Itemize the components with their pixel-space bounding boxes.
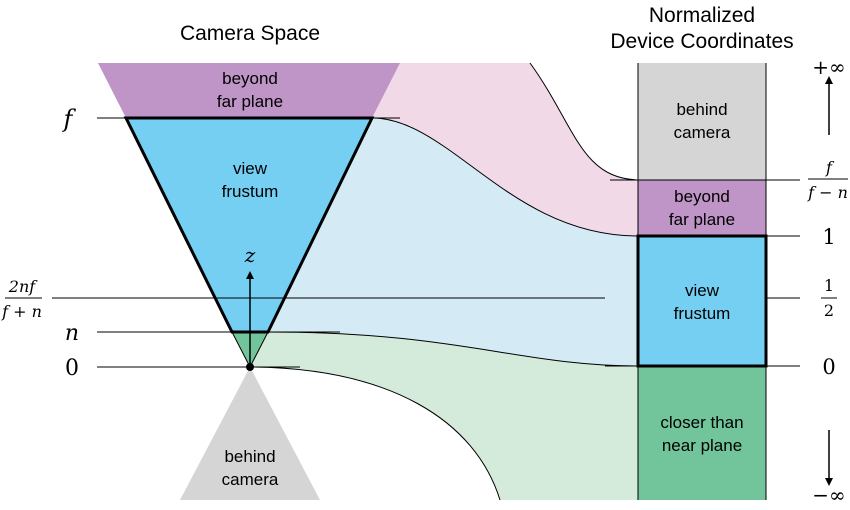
tick-label-near: n [65, 321, 79, 346]
camera-frustum-region [126, 118, 372, 332]
tick-label-zero: 0 [65, 356, 79, 381]
band-closer-than-near [250, 332, 638, 500]
ndc-title-line1: Normalized [649, 4, 755, 27]
camera-beyond-far-region [98, 63, 400, 118]
ndc-label-far-denominator: f − n [807, 183, 848, 202]
camera-space-title: Camera Space [180, 22, 320, 45]
ndc-closer-than-near-region [638, 366, 766, 500]
curve-far [371, 117, 639, 237]
ndc-title-line2: Device Coordinates [610, 30, 793, 53]
ndc-beyond-far-label-2: far plane [669, 210, 735, 229]
tick-label-mid-denominator: f + n [1, 302, 42, 321]
curve-near [267, 331, 639, 367]
ndc-beyond-far-region [638, 180, 766, 236]
ndc-label-one: 1 [822, 225, 835, 249]
camera-behind-region [180, 367, 320, 500]
tick-label-far: f [62, 105, 77, 133]
camera-behind-label-1: behind [224, 447, 275, 466]
ndc-label-half-denominator: 2 [824, 301, 834, 320]
ndc-closer-label-2: near plane [662, 436, 742, 455]
camera-beyond-far-label-1: beyond [222, 69, 278, 88]
ndc-beyond-far-label-1: beyond [674, 187, 730, 206]
band-beyond-far [372, 63, 638, 236]
ndc-label-half-numerator: 1 [824, 276, 834, 295]
band-frustum [250, 118, 638, 367]
ndc-behind-label-1: behind [676, 100, 727, 119]
tick-label-mid-numerator: 2nf [8, 277, 38, 296]
frustum-apex-left [231, 331, 251, 368]
z-axis-label: z [244, 243, 256, 267]
ndc-behind-label-2: camera [674, 123, 731, 142]
camera-frustum-label-1: view [233, 159, 268, 178]
camera-beyond-far-label-2: far plane [217, 92, 283, 111]
ndc-closer-label-1: closer than [660, 413, 743, 432]
ndc-label-far-numerator: f [825, 158, 835, 177]
ndc-frustum-label-1: view [685, 281, 720, 300]
ndc-frustum-label-2: frustum [674, 304, 731, 323]
camera-origin-dot [246, 363, 254, 371]
ndc-label-zero: 0 [822, 355, 835, 379]
ndc-frustum-outline [636, 234, 768, 368]
ndc-label-minus-infinity: −∞ [812, 483, 845, 507]
camera-behind-label-2: camera [222, 470, 279, 489]
camera-frustum-label-2: frustum [222, 182, 279, 201]
curve-infinity [529, 62, 639, 181]
ndc-frustum-region [638, 236, 766, 366]
ndc-behind-camera-region [638, 63, 766, 180]
frustum-apex-right [249, 331, 269, 368]
curve-origin [249, 366, 501, 501]
ndc-label-plus-infinity: +∞ [812, 55, 845, 79]
